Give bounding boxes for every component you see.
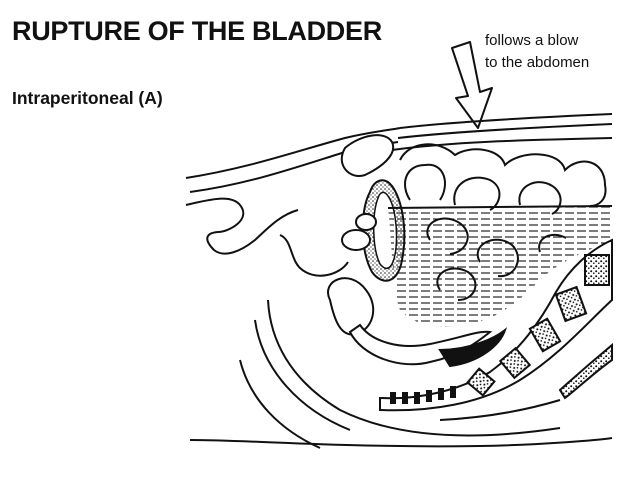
diagram-subtitle: Intraperitoneal (A) — [12, 88, 163, 108]
intestines — [399, 143, 607, 301]
body-outline — [185, 197, 613, 449]
sacrum — [379, 238, 613, 421]
bladder-neck-structures — [340, 134, 395, 251]
page-title: RUPTURE OF THE BLADDER — [12, 16, 382, 46]
annotation-line-2: to the abdomen — [485, 54, 590, 71]
down-arrow-icon — [451, 41, 493, 129]
rectum — [327, 277, 508, 368]
peritoneal-fluid — [387, 205, 613, 327]
abdominal-wall — [185, 113, 613, 193]
annotation-line-1: follows a blow — [485, 32, 579, 49]
annotation-text: follows a blow to the abdomen — [485, 30, 589, 74]
